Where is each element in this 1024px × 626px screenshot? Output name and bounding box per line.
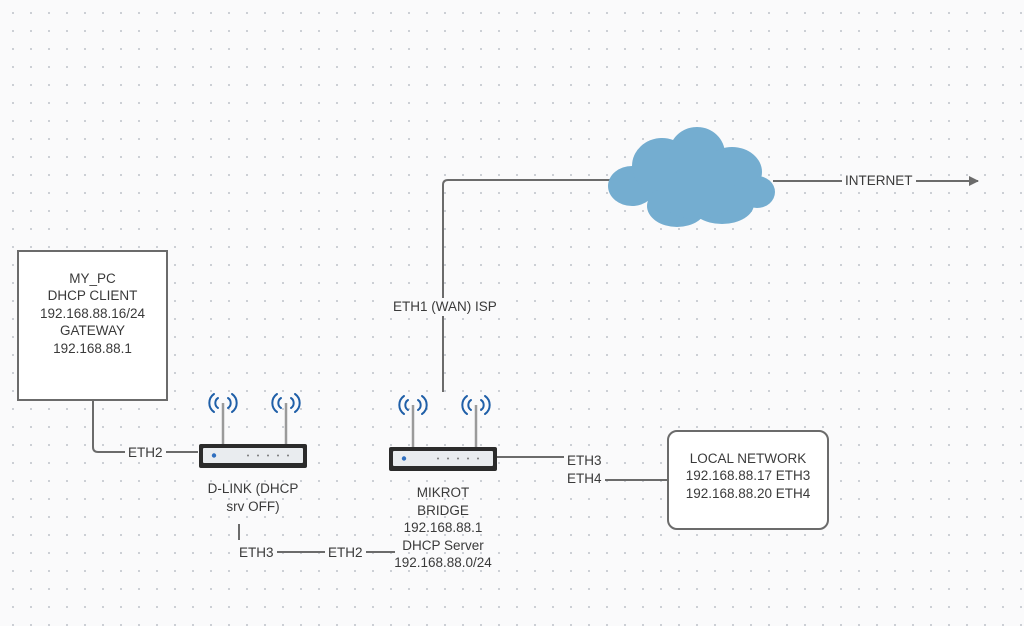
- dlink-caption: D-LINK (DHCP srv OFF): [196, 480, 310, 515]
- lan-host-eth4: 192.168.88.20 ETH4: [685, 485, 811, 501]
- dlink-eth3-label: ETH3: [236, 544, 277, 562]
- mikrot-subnet: 192.168.88.0/24: [394, 555, 492, 570]
- pc-eth2-label: ETH2: [125, 444, 166, 462]
- mikrot-mode: BRIDGE: [417, 502, 469, 518]
- isp-connector: [442, 179, 612, 392]
- dlink-dhcp-status: srv OFF): [226, 498, 280, 514]
- dlink-router-icon[interactable]: [196, 386, 310, 472]
- mikrot-router-icon[interactable]: [386, 388, 500, 474]
- pc-dlink-connector: [92, 401, 198, 453]
- mikrot-eth4-label: ETH4: [564, 470, 605, 488]
- internet-label: INTERNET: [842, 172, 916, 190]
- pc-ip: 192.168.88.16/24: [39, 305, 146, 321]
- pc-name: MY_PC: [69, 270, 116, 286]
- cloud-icon: [608, 127, 775, 227]
- lan-title: LOCAL NETWORK: [689, 450, 807, 466]
- pc-dhcp-role: DHCP CLIENT: [47, 288, 138, 304]
- mikrot-ip: 192.168.88.1: [403, 520, 483, 535]
- dlink-name: D-LINK (DHCP: [207, 481, 299, 496]
- mikrot-name: MIKROT: [416, 485, 470, 500]
- mikrot-dhcp-role: DHCP Server: [402, 537, 484, 553]
- mikrot-caption: MIKROT BRIDGE 192.168.88.1 DHCP Server 1…: [383, 484, 503, 572]
- mikrot-eth3-label: ETH3: [564, 452, 605, 470]
- isp-link-label: ETH1 (WAN) ISP: [390, 298, 500, 316]
- antenna-waves-left: [208, 393, 301, 413]
- mikrot-eth2-label: ETH2: [325, 544, 366, 562]
- pc-gateway-label: GATEWAY: [59, 323, 125, 339]
- local-network-node[interactable]: LOCAL NETWORK 192.168.88.17 ETH3 192.168…: [667, 430, 829, 530]
- my-pc-node[interactable]: MY_PC DHCP CLIENT 192.168.88.16/24 GATEW…: [17, 250, 168, 401]
- pc-gateway-ip: 192.168.88.1: [53, 340, 132, 356]
- lan-host-eth3: 192.168.88.17 ETH3: [685, 468, 811, 484]
